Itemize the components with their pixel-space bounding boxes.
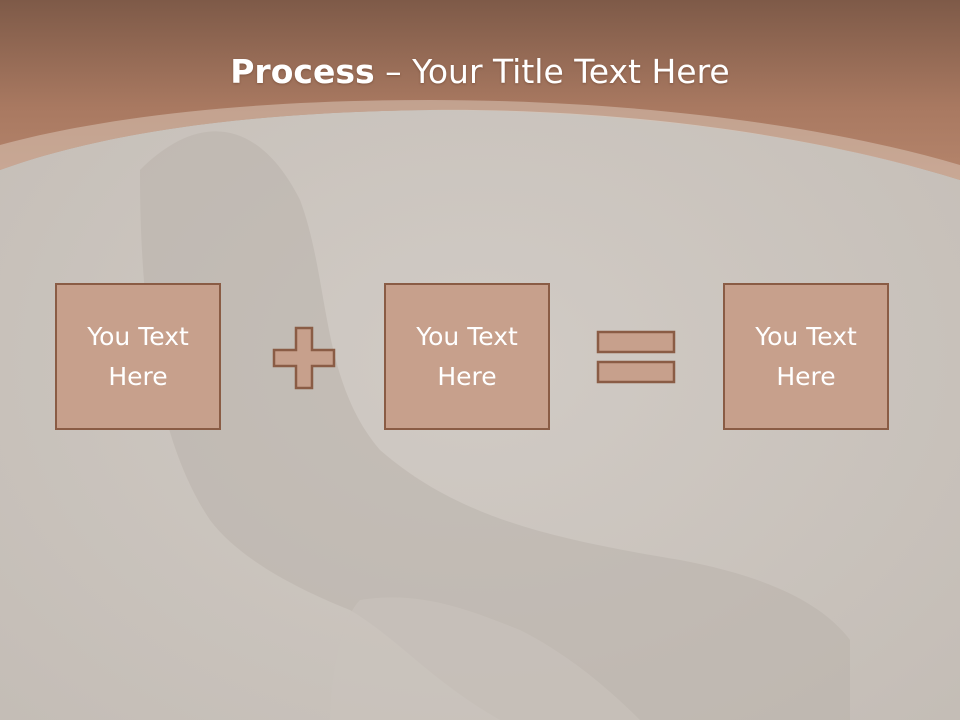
process-box-2[interactable]: You Text Here [384, 283, 550, 430]
equals-icon [596, 330, 676, 384]
header-band [0, 0, 960, 180]
plus-icon [272, 326, 336, 390]
background-silhouette [140, 131, 850, 720]
background-rock [330, 597, 640, 720]
title-rest: – Your Title Text Here [374, 52, 730, 91]
process-box-3-label: You Text Here [755, 321, 857, 391]
process-box-1[interactable]: You Text Here [55, 283, 221, 430]
header-highlight [0, 100, 960, 180]
process-box-3[interactable]: You Text Here [723, 283, 889, 430]
title-bold: Process [230, 52, 375, 91]
process-box-2-label: You Text Here [416, 321, 518, 391]
slide-title: Process – Your Title Text Here [0, 52, 960, 91]
process-box-1-label: You Text Here [87, 321, 189, 391]
